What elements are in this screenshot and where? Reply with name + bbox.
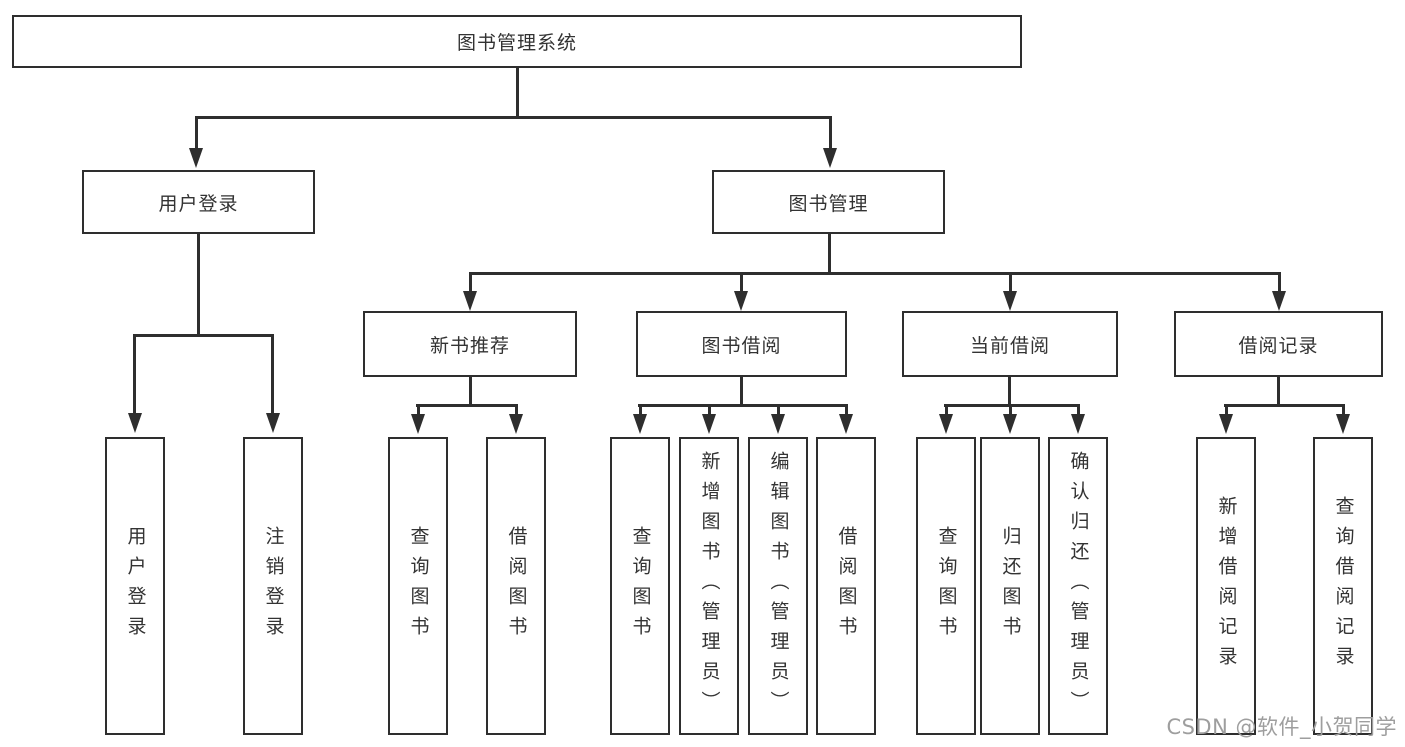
connector-line <box>1008 377 1011 406</box>
arrowhead-icon <box>1219 414 1233 434</box>
leaf-return-books: 归还图书 <box>980 437 1040 735</box>
connector-line <box>469 275 472 292</box>
connector-line <box>945 407 948 416</box>
connector-line <box>469 377 472 406</box>
connector-line <box>828 234 831 275</box>
connector-line <box>944 404 1080 407</box>
connector-line <box>417 407 420 416</box>
leaf-user-login: 用户登录 <box>105 437 165 735</box>
arrowhead-icon <box>839 414 853 434</box>
connector-line <box>197 234 200 337</box>
arrowhead-icon <box>1003 291 1017 311</box>
connector-line <box>639 407 642 416</box>
arrowhead-icon <box>463 291 477 311</box>
watermark: CSDN @软件_小贺同学 <box>1166 715 1397 739</box>
connector-line <box>1009 275 1012 292</box>
leaf-edit-book-admin-label: 编辑图书（管理员） <box>767 451 790 721</box>
leaf-query-books-recommend: 查询图书 <box>388 437 448 735</box>
leaf-logout: 注销登录 <box>243 437 303 735</box>
arrowhead-icon <box>702 414 716 434</box>
arrowhead-icon <box>939 414 953 434</box>
leaf-query-borrow-record-label: 查询借阅记录 <box>1332 496 1355 676</box>
connector-line <box>1077 407 1080 416</box>
leaf-add-borrow-record: 新增借阅记录 <box>1196 437 1256 735</box>
leaf-confirm-return-admin-label: 确认归还（管理员） <box>1067 451 1090 721</box>
leaf-query-borrow-record: 查询借阅记录 <box>1313 437 1373 735</box>
arrowhead-icon <box>128 413 142 433</box>
arrowhead-icon <box>823 148 837 168</box>
leaf-add-book-admin: 新增图书（管理员） <box>679 437 739 735</box>
node-borrow-records: 借阅记录 <box>1174 311 1383 377</box>
arrowhead-icon <box>411 414 425 434</box>
connector-line <box>271 337 274 415</box>
connector-line <box>195 116 832 119</box>
leaf-query-books-recommend-label: 查询图书 <box>407 526 430 646</box>
arrowhead-icon <box>1272 291 1286 311</box>
arrowhead-icon <box>734 291 748 311</box>
connector-line <box>740 377 743 406</box>
connector-line <box>845 407 848 416</box>
node-user-login: 用户登录 <box>82 170 315 234</box>
arrowhead-icon <box>189 148 203 168</box>
leaf-query-books-current: 查询图书 <box>916 437 976 735</box>
connector-line <box>515 407 518 416</box>
leaf-query-books-borrow: 查询图书 <box>610 437 670 735</box>
connector-line <box>133 337 136 415</box>
connector-line <box>638 404 848 407</box>
leaf-borrow-books-borrow-label: 借阅图书 <box>835 526 858 646</box>
connector-line <box>469 272 1281 275</box>
arrowhead-icon <box>771 414 785 434</box>
connector-line <box>1225 407 1228 416</box>
node-book-borrow: 图书借阅 <box>636 311 847 377</box>
arrowhead-icon <box>633 414 647 434</box>
node-root: 图书管理系统 <box>12 15 1022 68</box>
leaf-confirm-return-admin: 确认归还（管理员） <box>1048 437 1108 735</box>
connector-line <box>829 119 832 149</box>
connector-line <box>777 407 780 416</box>
arrowhead-icon <box>1071 414 1085 434</box>
connector-line <box>1278 275 1281 292</box>
arrowhead-icon <box>509 414 523 434</box>
arrowhead-icon <box>1003 414 1017 434</box>
node-book-management: 图书管理 <box>712 170 945 234</box>
leaf-edit-book-admin: 编辑图书（管理员） <box>748 437 808 735</box>
leaf-user-login-label: 用户登录 <box>124 526 147 646</box>
connector-line <box>516 68 519 119</box>
connector-line <box>1224 404 1345 407</box>
connector-line <box>1342 407 1345 416</box>
leaf-return-books-label: 归还图书 <box>999 526 1022 646</box>
leaf-borrow-books-borrow: 借阅图书 <box>816 437 876 735</box>
connector-line <box>1277 377 1280 406</box>
connector-line <box>740 275 743 292</box>
leaf-add-borrow-record-label: 新增借阅记录 <box>1215 496 1238 676</box>
connector-line <box>1009 407 1012 416</box>
leaf-borrow-books-recommend: 借阅图书 <box>486 437 546 735</box>
node-current-borrow: 当前借阅 <box>902 311 1118 377</box>
leaf-add-book-admin-label: 新增图书（管理员） <box>698 451 721 721</box>
leaf-query-books-current-label: 查询图书 <box>935 526 958 646</box>
connector-line <box>416 404 518 407</box>
connector-line <box>195 119 198 149</box>
leaf-query-books-borrow-label: 查询图书 <box>629 526 652 646</box>
connector-line <box>708 407 711 416</box>
connector-line <box>133 334 274 337</box>
arrowhead-icon <box>1336 414 1350 434</box>
leaf-logout-label: 注销登录 <box>262 526 285 646</box>
arrowhead-icon <box>266 413 280 433</box>
leaf-borrow-books-recommend-label: 借阅图书 <box>505 526 528 646</box>
node-new-book-recommend: 新书推荐 <box>363 311 577 377</box>
